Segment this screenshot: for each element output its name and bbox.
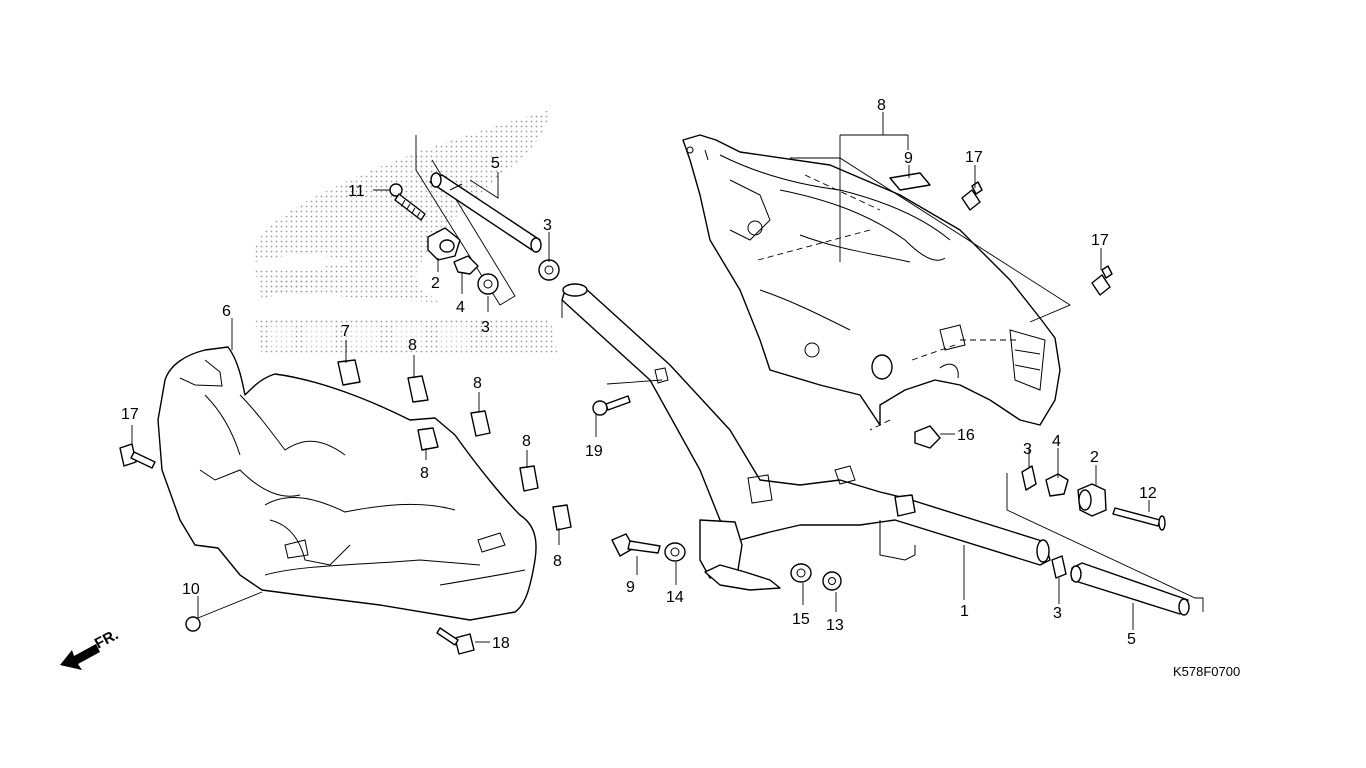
screw-19	[592, 395, 631, 416]
screw-17-lower	[1091, 265, 1113, 296]
screw-17-upper	[961, 181, 983, 211]
part-9-pad	[889, 172, 931, 191]
figure-code: K578F0700	[1173, 664, 1240, 679]
rear-handle-cover	[682, 134, 1061, 426]
weight-2-right	[1077, 483, 1107, 517]
nut-3-right-upper	[1021, 465, 1037, 491]
callout-8-c: 8	[473, 375, 482, 392]
callout-3-right-upper: 3	[1023, 441, 1032, 458]
nut-3-right-lower	[1051, 555, 1067, 579]
callout-3-upper-left: 3	[481, 319, 490, 336]
weight-2-upper	[427, 227, 461, 261]
callout-2-right: 2	[1090, 449, 1099, 466]
callout-2-upper: 2	[431, 275, 440, 292]
screw-12-right	[1112, 507, 1166, 531]
callout-labels: 6 11 5 3 2 4 3 7 8 8 8 8 8 17 10 18 19 9…	[121, 97, 1157, 652]
clip-4-right	[1045, 473, 1069, 497]
nut-clips-8	[337, 359, 572, 531]
callout-14: 14	[666, 589, 684, 606]
clip-4-upper	[453, 255, 479, 275]
washer-14	[664, 542, 686, 562]
callout-16: 16	[957, 427, 975, 444]
callout-18-left: 17	[121, 406, 139, 423]
callout-3-upper-mid: 3	[543, 217, 552, 234]
screw-12-upper	[389, 183, 426, 221]
group-bracket-left	[415, 135, 516, 306]
front-direction-arrow: FR.	[60, 626, 121, 670]
callout-19: 19	[585, 443, 603, 460]
callout-15: 15	[792, 611, 810, 628]
callout-5-right: 5	[1127, 631, 1136, 648]
callout-8-a: 7	[341, 323, 350, 340]
callout-13: 13	[826, 617, 844, 634]
leader-lines	[131, 112, 1150, 643]
callout-10: 9	[626, 579, 635, 596]
screw-11	[185, 616, 201, 632]
callout-17-lower: 17	[1091, 232, 1109, 249]
front-handle-cover	[157, 346, 537, 621]
callout-3-right-lower: 3	[1053, 605, 1062, 622]
alignment-lines	[757, 157, 1071, 431]
callout-8-d: 8	[420, 465, 429, 482]
callout-5-upper: 5	[491, 155, 500, 172]
nut-13	[822, 571, 842, 591]
callout-4-right: 4	[1052, 433, 1061, 450]
nut-3-upper-left	[477, 273, 499, 295]
callout-17-upper: 17	[965, 149, 983, 166]
screw-18-left	[119, 443, 156, 469]
callout-8-e: 8	[522, 433, 531, 450]
callout-12-right: 12	[1139, 485, 1157, 502]
grommet-16	[914, 425, 941, 449]
callout-7: 8	[877, 97, 886, 114]
callout-6: 6	[222, 303, 231, 320]
screw-18-bottom	[436, 627, 475, 655]
bolt-10	[611, 533, 661, 557]
callout-4-upper: 4	[456, 299, 465, 316]
callout-11: 10	[182, 581, 200, 598]
callout-1: 1	[960, 603, 969, 620]
group-bracket-right	[1006, 473, 1204, 612]
weight-shaft-upper	[429, 172, 542, 253]
callout-9-label: 9	[904, 150, 913, 167]
callout-8-f: 8	[553, 553, 562, 570]
honda-logo-watermark	[255, 318, 558, 355]
callout-12-upper: 11	[348, 183, 365, 200]
weight-shaft-right	[1070, 562, 1190, 616]
handle-pipe	[561, 283, 1051, 591]
nut-3-upper-mid	[538, 259, 560, 281]
callout-18-bottom: 18	[492, 635, 510, 652]
nut-15	[790, 563, 812, 583]
callout-8-b: 8	[408, 337, 417, 354]
